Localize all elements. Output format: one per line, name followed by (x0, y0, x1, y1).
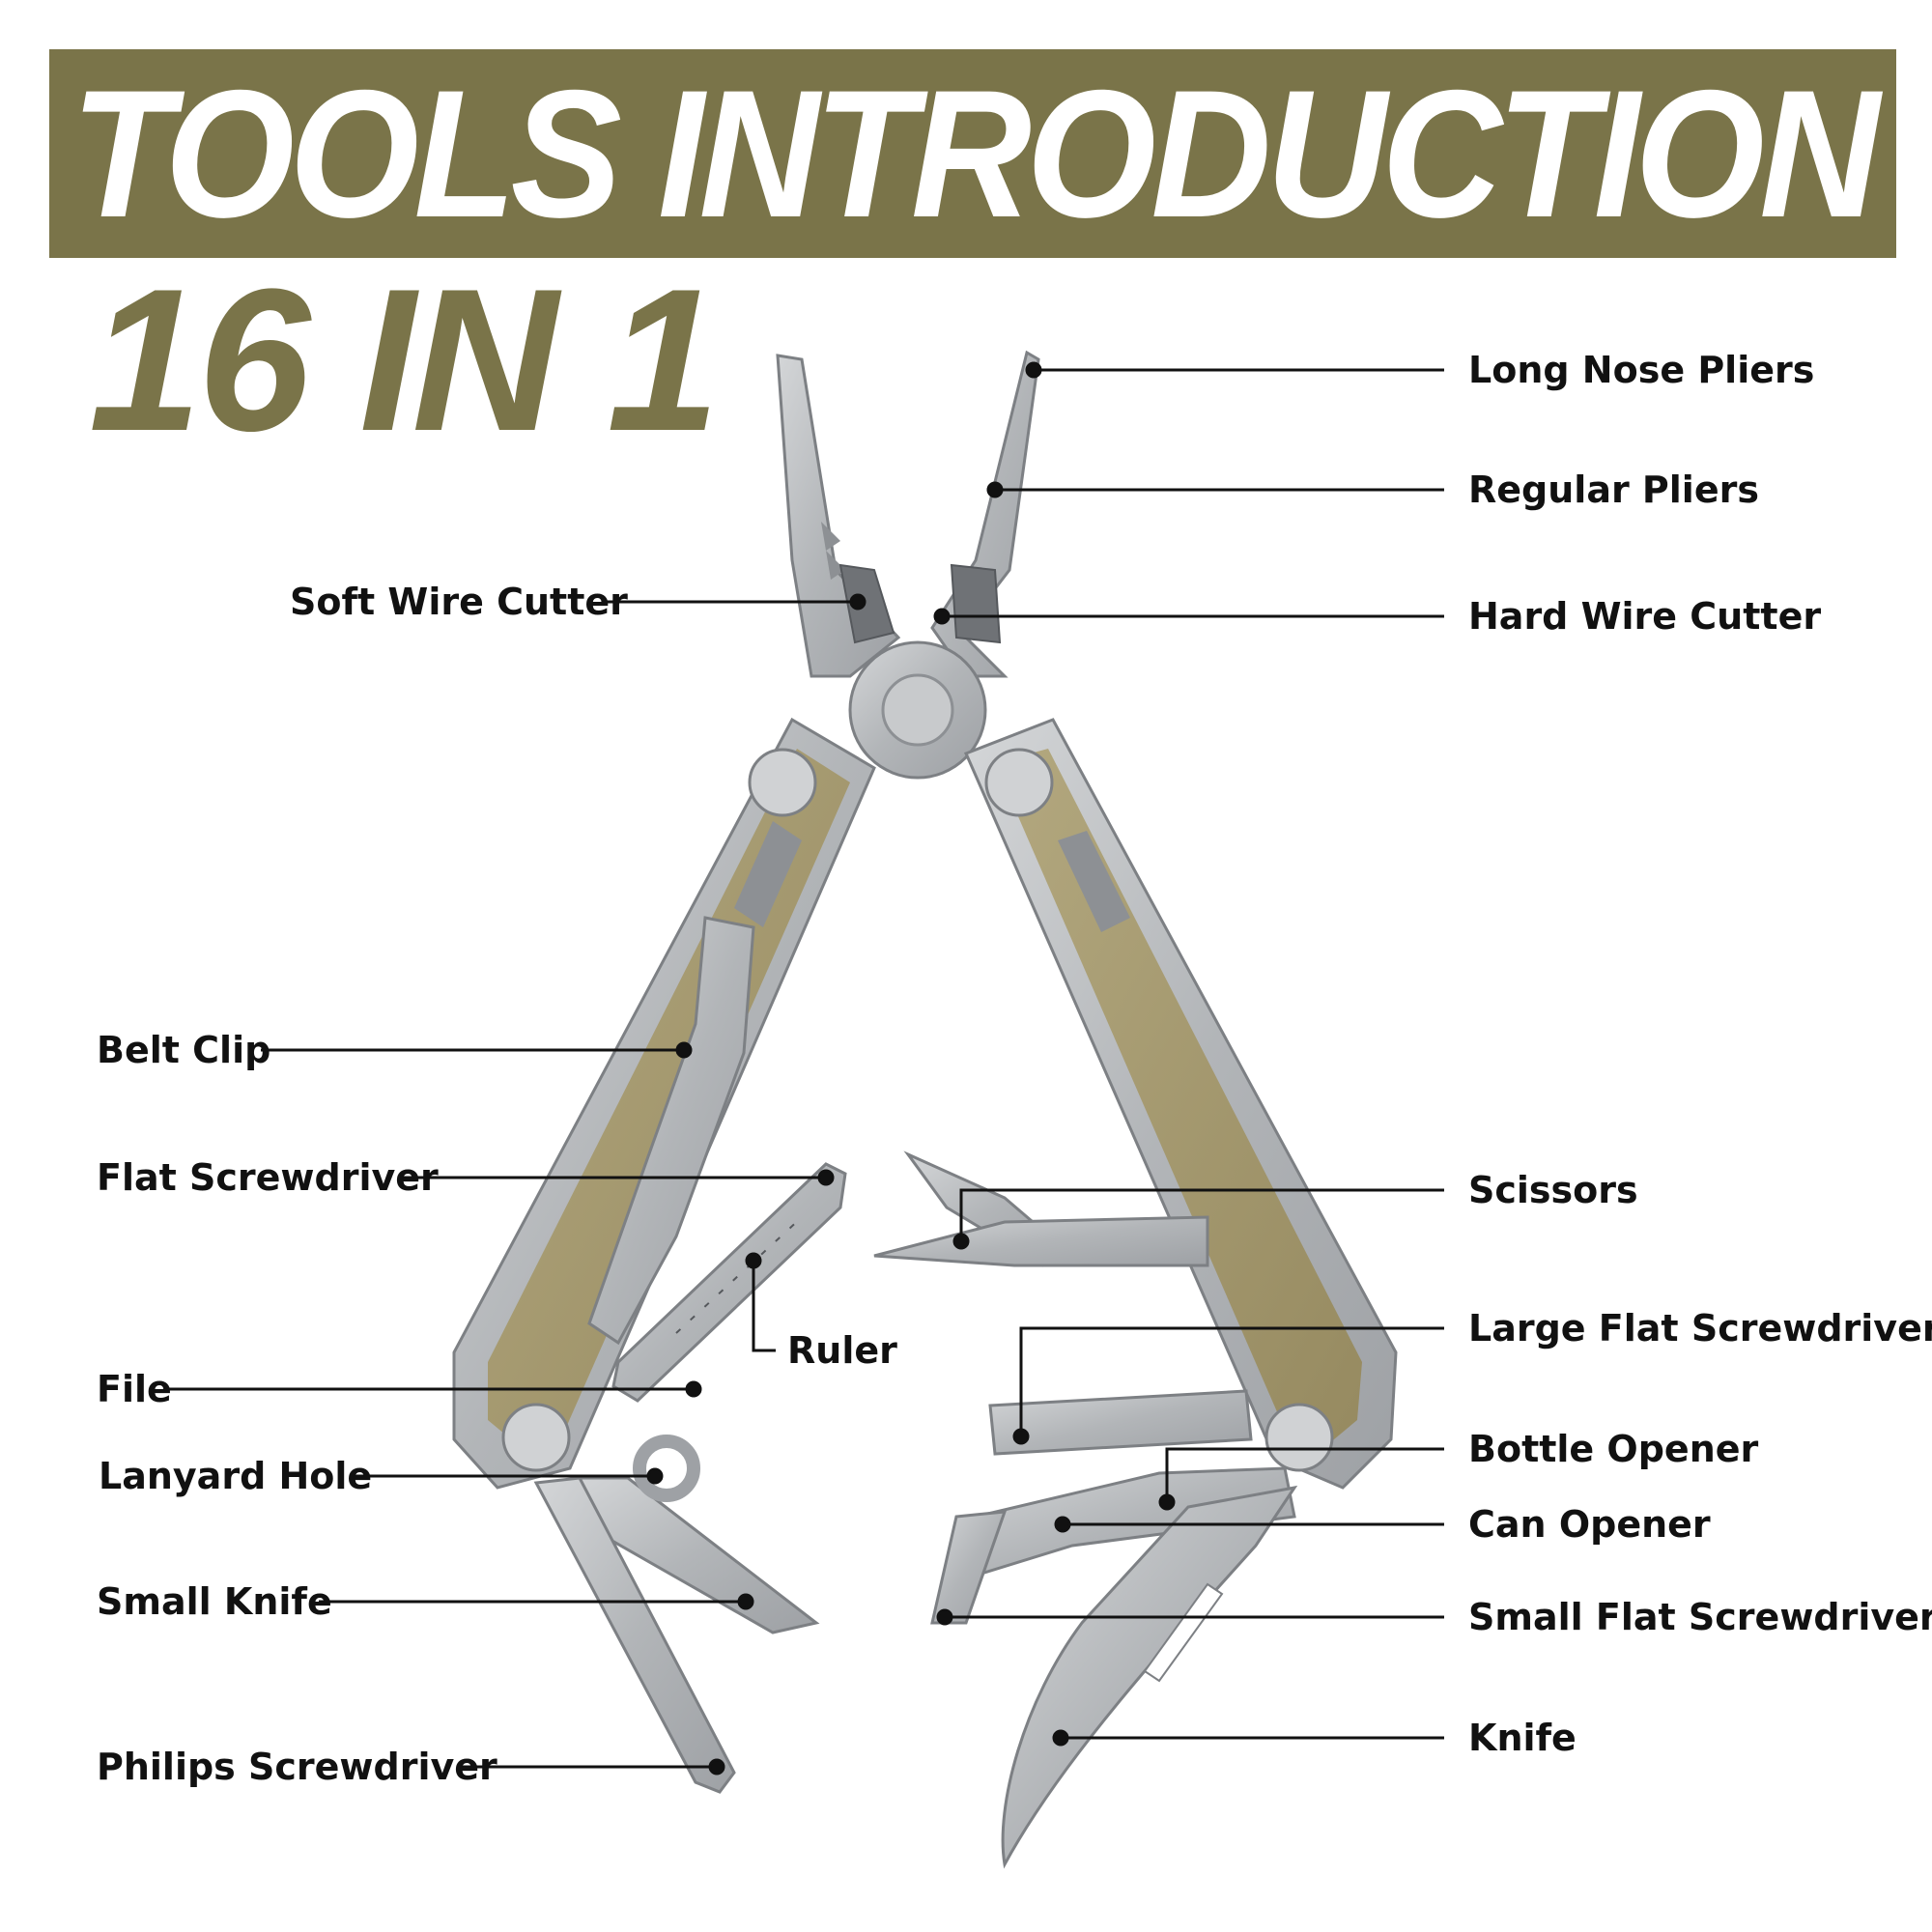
leader-lines (169, 361, 1444, 1776)
label-can-opener: Can Opener (1468, 1503, 1711, 1546)
right-handle-inlay (995, 749, 1362, 1444)
soft-wire-cutter-block (838, 563, 895, 644)
label-lanyard-hole: Lanyard Hole (99, 1455, 373, 1497)
right-tools (873, 1151, 1298, 1869)
large-flat-screwdriver (988, 1389, 1253, 1456)
left-handle (452, 717, 876, 1490)
label-small-flat-screwdriver: Small Flat Screwdriver (1468, 1596, 1932, 1638)
pivot-rivet (881, 673, 954, 747)
left-handle-cutout (734, 821, 802, 927)
label-ruler: Ruler (787, 1329, 897, 1372)
jaw-teeth-left (821, 522, 845, 580)
scissors-lower-blade (873, 1215, 1209, 1267)
page-subtitle: 16 IN 1 (89, 246, 720, 473)
knife-thumb-slot (1143, 1582, 1224, 1683)
right-top-screw (984, 748, 1054, 817)
small-flat-screwdriver (930, 1510, 1008, 1625)
belt-clip (587, 916, 755, 1346)
label-belt-clip: Belt Clip (97, 1029, 271, 1071)
left-bottom-screw (501, 1403, 571, 1472)
right-handle (963, 718, 1398, 1490)
philips-screwdriver-shaft (533, 1476, 736, 1794)
left-tools (533, 1162, 847, 1794)
ruler-tool (611, 1162, 847, 1403)
label-flat-screwdriver: Flat Screwdriver (97, 1156, 439, 1199)
label-regular-pliers: Regular Pliers (1468, 469, 1759, 511)
left-top-screw (748, 748, 817, 817)
label-file: File (97, 1368, 172, 1410)
label-large-flat-screwdriver: Large Flat Screwdriver (1468, 1307, 1932, 1350)
label-philips-screwdriver: Philips Screwdriver (97, 1746, 497, 1788)
label-knife: Knife (1468, 1717, 1577, 1759)
right-bottom-screw (1264, 1403, 1334, 1472)
label-soft-wire-cutter: Soft Wire Cutter (290, 581, 628, 623)
lanyard-ring (633, 1435, 700, 1502)
label-hard-wire-cutter: Hard Wire Cutter (1468, 595, 1822, 638)
hard-wire-cutter-block (950, 563, 1002, 644)
label-scissors: Scissors (1468, 1169, 1638, 1211)
page-title: TOOLS INTRODUCTION (71, 52, 1880, 255)
label-bottle-opener: Bottle Opener (1468, 1428, 1759, 1470)
plier-jaws (776, 350, 1040, 780)
title-banner: TOOLS INTRODUCTION (49, 49, 1896, 258)
right-handle-cutout (1058, 831, 1130, 932)
label-small-knife: Small Knife (97, 1580, 332, 1623)
label-long-nose-pliers: Long Nose Pliers (1468, 349, 1815, 391)
